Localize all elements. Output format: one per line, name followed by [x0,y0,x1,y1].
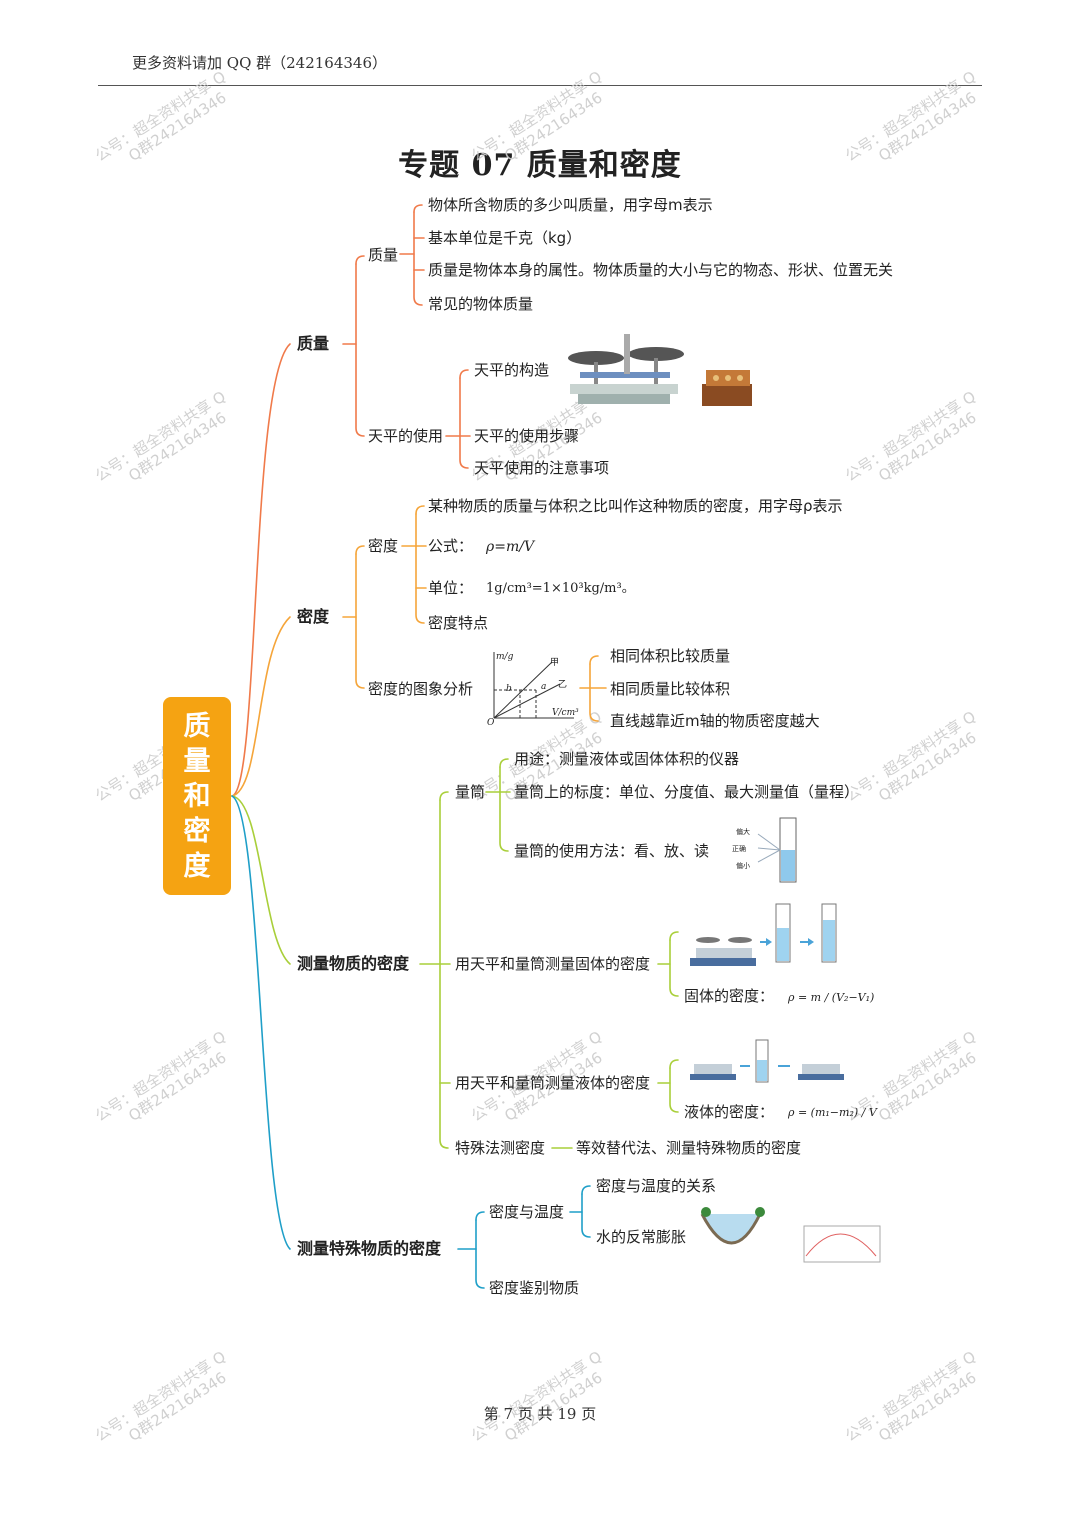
node-cylinder: 量筒 [455,783,486,801]
node-density-unit-label: 单位： [428,579,474,597]
node-liquid-density: 液体的密度： [684,1103,775,1121]
graph-line-yi: 乙 [558,680,568,690]
graph-point-b: b [506,684,512,694]
node-mass-item: 常见的物体质量 [428,295,534,313]
graph-line-jia: 甲 [550,658,560,668]
branch-mass: 质量 [297,334,330,353]
node-special-method-item: 等效替代法、测量特殊物质的密度 [576,1139,802,1157]
node-special-method: 特殊法测密度 [455,1139,546,1157]
node-balance: 天平的使用 [368,427,444,445]
node-cylinder-item: 量筒的使用方法：看、放、读 [514,842,710,860]
graph-axis-x: V/cm³ [552,708,579,718]
page-footer: 第 7 页 共 19 页 [483,1405,597,1423]
node-graph-item: 相同体积比较质量 [610,647,731,665]
page-title: 专题 07 质量和密度 [398,148,682,183]
solid-formula: ρ = m / (V₂−V₁) [788,991,875,1004]
node-mass-item: 基本单位是千克（kg） [428,229,582,247]
graph-origin: O [487,718,495,728]
root-char: 度 [183,850,211,882]
density-formula: ρ=m/V [486,539,535,555]
node-mass-item: 物体所含物质的多少叫质量，用字母m表示 [428,196,713,214]
node-temperature-item: 密度与温度的关系 [596,1177,717,1195]
node-cylinder-item: 用途：测量液体或固体体积的仪器 [514,750,740,768]
root-char: 量 [183,745,211,777]
root-char: 质 [183,710,211,742]
root-node: 质 量 和 密 度 [163,697,231,895]
node-mass: 质量 [368,246,399,264]
node-density: 密度 [368,537,399,555]
node-identify-substance: 密度鉴别物质 [489,1279,580,1297]
graph-point-a: a [541,682,547,692]
read-label: 偏大 [736,828,750,836]
node-graph-item: 直线越靠近m轴的物质密度越大 [610,712,820,730]
page-header: 更多资料请加 QQ 群（242164346） [132,54,388,72]
node-density-def: 某种物质的质量与体积之比叫作这种物质的密度，用字母ρ表示 [428,497,843,515]
liquid-formula: ρ = (m₁−m₂) / V [788,1106,877,1119]
graph-axis-y: m/g [496,652,514,662]
density-graph-illustration [493,652,574,719]
node-density-formula-label: 公式： [428,537,474,555]
branch-measure: 测量物质的密度 [297,954,410,973]
node-balance-item: 天平的使用步骤 [474,427,580,445]
node-balance-item: 天平的构造 [474,361,550,379]
branch-special-density: 测量特殊物质的密度 [297,1239,442,1258]
node-temperature-item: 水的反常膨胀 [596,1228,687,1246]
water-expansion-illustration [700,1207,881,1263]
liquid-measurement-illustration [690,1039,844,1083]
density-unit: 1g/cm³=1×10³kg/m³。 [486,581,635,596]
read-label: 偏小 [736,862,750,870]
solid-measurement-illustration [690,903,837,966]
node-graph-item: 相同质量比较体积 [610,680,731,698]
root-char: 和 [183,780,211,812]
node-density-graph: 密度的图象分析 [368,680,474,698]
node-balance-item: 天平使用的注意事项 [474,459,610,477]
node-cylinder-item: 量筒上的标度：单位、分度值、最大测量值（量程） [514,783,860,801]
header-divider [98,85,982,86]
node-mass-item: 质量是物体本身的属性。物体质量的大小与它的物态、形状、位置无关 [428,261,894,279]
cylinder-reading-illustration [757,817,797,883]
node-liquid: 用天平和量筒测量液体的密度 [455,1074,651,1092]
node-density-temperature: 密度与温度 [489,1203,565,1221]
node-solid-density: 固体的密度： [684,987,775,1005]
branch-density: 密度 [297,607,330,626]
node-density-feature: 密度特点 [428,614,489,632]
balance-illustration [568,334,752,406]
root-char: 密 [183,815,211,847]
read-label: 正确 [732,845,746,853]
node-solid: 用天平和量筒测量固体的密度 [455,955,651,973]
